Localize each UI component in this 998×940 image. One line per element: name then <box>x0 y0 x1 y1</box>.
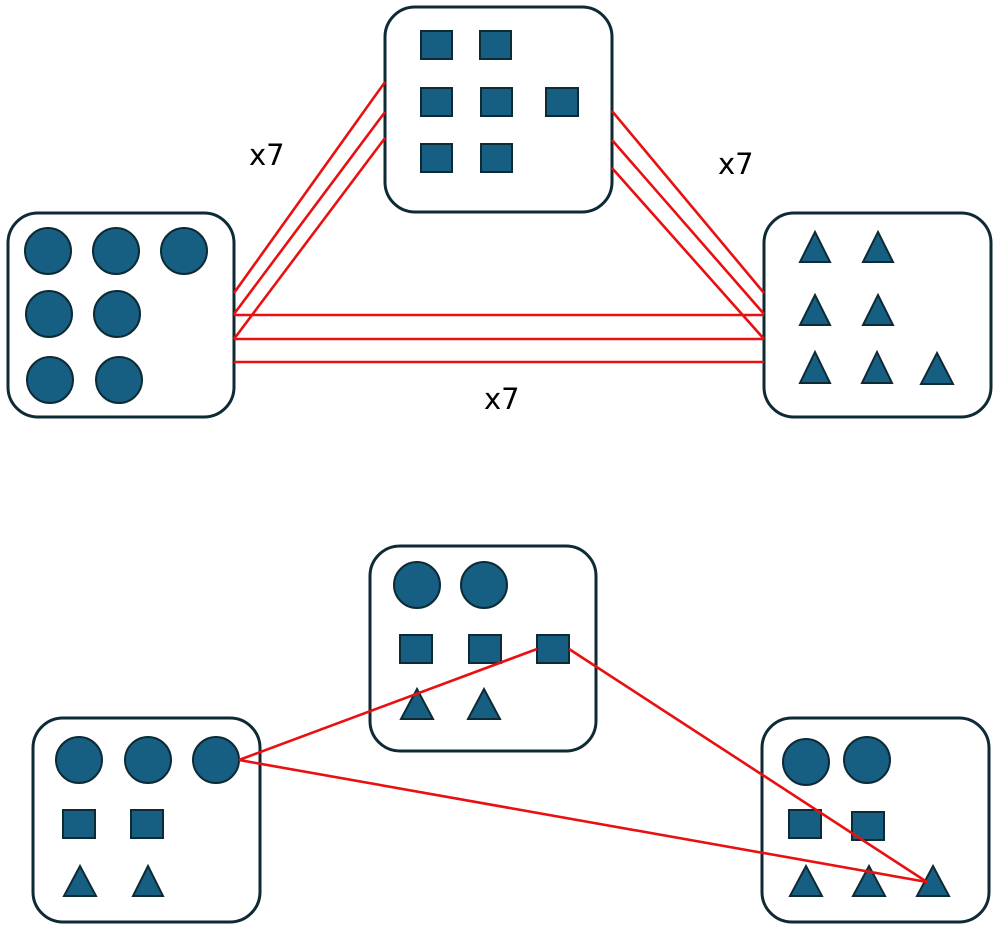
square-icon <box>545 87 579 117</box>
circle-icon <box>782 738 830 786</box>
connection-line <box>238 758 928 884</box>
count-label-left-top: x7 <box>249 138 285 172</box>
connections-left-right <box>234 313 764 364</box>
triangle-icon <box>798 292 832 326</box>
connection-line <box>232 137 387 340</box>
circle-icon <box>160 227 208 275</box>
triangle-icon <box>466 686 502 720</box>
connection-line <box>238 647 538 762</box>
connection-line <box>611 139 765 315</box>
mixed-group-left <box>55 736 240 897</box>
square-icon <box>468 634 502 664</box>
triangle-icon <box>861 292 895 326</box>
circle-icon <box>93 290 141 338</box>
circle-icon <box>843 736 891 784</box>
connections-left-top <box>232 81 387 340</box>
connection-line <box>232 81 387 294</box>
square-icon <box>480 143 513 173</box>
square-icon <box>536 634 570 664</box>
triangle-icon <box>788 863 824 897</box>
mixed-group-middle <box>393 561 570 720</box>
bottom-connections <box>238 647 928 884</box>
square-icon <box>480 87 513 117</box>
circle-icon <box>124 736 172 784</box>
triangle-icon <box>131 863 165 897</box>
connection-line <box>611 167 765 340</box>
square-icon <box>479 30 512 60</box>
square-icon <box>788 809 822 839</box>
bottom-diagram <box>31 544 991 924</box>
connection-line <box>568 647 928 884</box>
square-icon <box>420 30 453 60</box>
connection-line <box>611 110 765 294</box>
top-diagram: x7 x7 x7 <box>6 5 993 419</box>
circle-icon <box>55 736 103 784</box>
circle-icon <box>92 227 140 275</box>
circle-icon <box>460 561 508 609</box>
square-icon <box>130 809 164 839</box>
circle-icon <box>192 736 240 784</box>
square-icon <box>62 809 96 839</box>
circle-icon <box>25 290 73 338</box>
square-icon <box>420 143 453 173</box>
count-label-left-right: x7 <box>484 382 520 416</box>
circle-icon <box>95 356 143 404</box>
circle-icon <box>393 561 441 609</box>
circle-icon <box>24 227 72 275</box>
triangle-icon <box>919 350 955 385</box>
squares-group <box>420 30 579 173</box>
triangle-icon <box>798 349 832 384</box>
triangle-icon <box>62 863 98 897</box>
triangle-icon <box>798 229 832 263</box>
connection-line <box>232 111 387 315</box>
triangle-icon <box>860 349 894 384</box>
triangle-icon <box>861 229 895 263</box>
square-icon <box>420 87 453 117</box>
triangles-group <box>798 229 955 385</box>
mixed-group-right <box>782 736 951 897</box>
square-icon <box>399 634 433 664</box>
circles-group <box>24 227 208 404</box>
count-label-top-right: x7 <box>718 147 754 181</box>
triangle-icon <box>851 863 887 897</box>
circle-icon <box>26 356 74 404</box>
connections-top-right <box>611 110 765 340</box>
triangle-icon <box>399 686 435 720</box>
